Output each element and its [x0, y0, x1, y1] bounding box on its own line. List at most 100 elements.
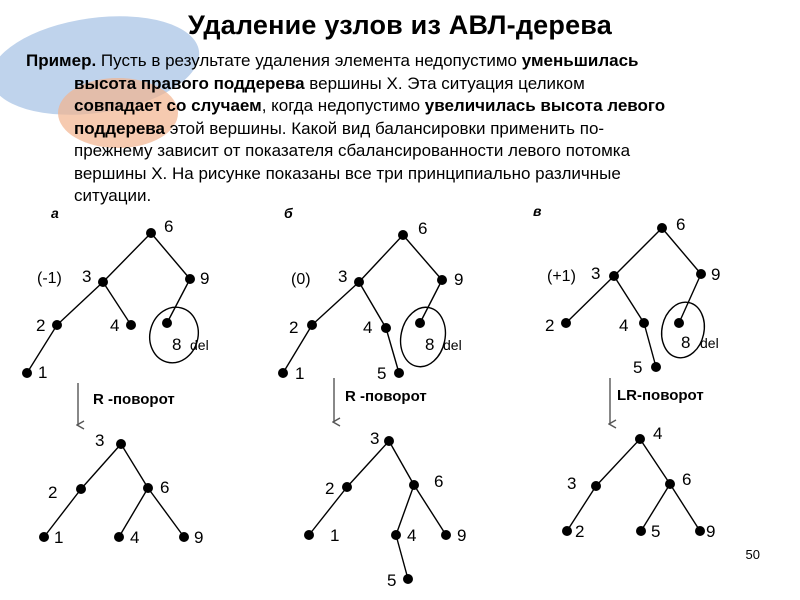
node-label: 3: [591, 264, 600, 283]
node-label: 6: [682, 470, 691, 489]
tree-node: [415, 318, 425, 328]
node-label: 4: [407, 526, 416, 545]
page-number: 50: [745, 547, 760, 562]
tree-node: [384, 436, 394, 446]
case-letter: б: [284, 205, 293, 221]
tree-node: [398, 230, 408, 240]
tree-node: [116, 439, 126, 449]
node-label: 9: [194, 528, 203, 547]
tree-node: [22, 368, 32, 378]
tree-node: [674, 318, 684, 328]
tree-node: [651, 362, 661, 372]
tree-node: [114, 532, 124, 542]
node-label: 9: [454, 270, 463, 289]
tree-node: [403, 574, 413, 584]
tree-node: [76, 484, 86, 494]
tree-node: [52, 320, 62, 330]
deleted-node-highlight: [660, 301, 706, 359]
tree-node: [278, 368, 288, 378]
tree-node: [143, 483, 153, 493]
node-label: 2: [289, 318, 298, 337]
node-label: 8: [172, 335, 181, 354]
node-label: 3: [95, 431, 104, 450]
tree-node: [409, 480, 419, 490]
slide-paragraph: Пример. Пусть в результате удаления элем…: [26, 51, 666, 205]
node-label: 2: [325, 479, 334, 498]
node-label: 9: [200, 269, 209, 288]
tree-node: [98, 277, 108, 287]
node-label: 9: [457, 526, 466, 545]
node-label: 6: [160, 478, 169, 497]
node-label: 1: [295, 364, 304, 383]
del-label: del: [443, 337, 462, 353]
balance-label: (-1): [37, 270, 62, 287]
tree-node: [639, 318, 649, 328]
tree-node: [441, 530, 451, 540]
node-label: 3: [370, 429, 379, 448]
node-label: 2: [575, 522, 584, 541]
node-label: 1: [38, 363, 47, 382]
tree-node: [437, 275, 447, 285]
tree-node: [354, 277, 364, 287]
rotation-label: LR-поворот: [617, 387, 704, 404]
deleted-node-highlight: [149, 306, 199, 364]
tree-node: [665, 479, 675, 489]
tree-node: [636, 526, 646, 536]
node-label: 6: [676, 215, 685, 234]
node-label: 3: [567, 474, 576, 493]
tree-node: [562, 526, 572, 536]
slide-title: Удаление узлов из АВЛ-дерева: [188, 10, 612, 40]
tree-node: [179, 532, 189, 542]
lead-word: Пример.: [26, 51, 97, 70]
node-label: 4: [653, 424, 662, 443]
node-label: 3: [82, 267, 91, 286]
node-label: 1: [330, 526, 339, 545]
node-label: 5: [633, 358, 642, 377]
tree-node: [39, 532, 49, 542]
balance-label: (0): [291, 271, 311, 288]
node-label: 8: [681, 333, 690, 352]
node-label: 8: [425, 335, 434, 354]
tree-node: [342, 482, 352, 492]
node-label: 2: [48, 483, 57, 502]
node-label: 5: [387, 571, 396, 590]
case-letter: а: [51, 205, 59, 221]
tree-node: [391, 530, 401, 540]
tree-node: [657, 223, 667, 233]
del-label: del: [700, 335, 719, 351]
tree-node: [381, 323, 391, 333]
balance-label: (+1): [547, 268, 576, 285]
node-label: 2: [545, 316, 554, 335]
node-label: 1: [54, 528, 63, 547]
tree-node: [307, 320, 317, 330]
tree-node: [126, 320, 136, 330]
tree-node: [162, 318, 172, 328]
rotation-label: R -поворот: [93, 391, 175, 408]
case-letter: в: [533, 203, 542, 219]
tree-node: [146, 228, 156, 238]
tree-node: [185, 274, 195, 284]
decorative-orange-ellipse: [58, 78, 178, 148]
tree-node: [696, 269, 706, 279]
tree-node: [561, 318, 571, 328]
node-label: 6: [164, 217, 173, 236]
node-label: 5: [651, 522, 660, 541]
deleted-node-highlight: [399, 306, 447, 368]
node-label: 6: [434, 472, 443, 491]
node-label: 4: [110, 316, 119, 335]
node-label: 6: [418, 219, 427, 238]
tree-node: [609, 271, 619, 281]
node-label: 5: [377, 364, 386, 383]
tree-node: [695, 526, 705, 536]
tree-node: [635, 434, 645, 444]
node-label: 4: [130, 528, 139, 547]
rotation-label: R -поворот: [345, 388, 427, 405]
tree-node: [394, 368, 404, 378]
del-label: del: [190, 337, 209, 353]
node-label: 2: [36, 316, 45, 335]
tree-node: [304, 530, 314, 540]
node-label: 9: [711, 265, 720, 284]
node-label: 9: [706, 522, 715, 541]
node-label: 3: [338, 267, 347, 286]
